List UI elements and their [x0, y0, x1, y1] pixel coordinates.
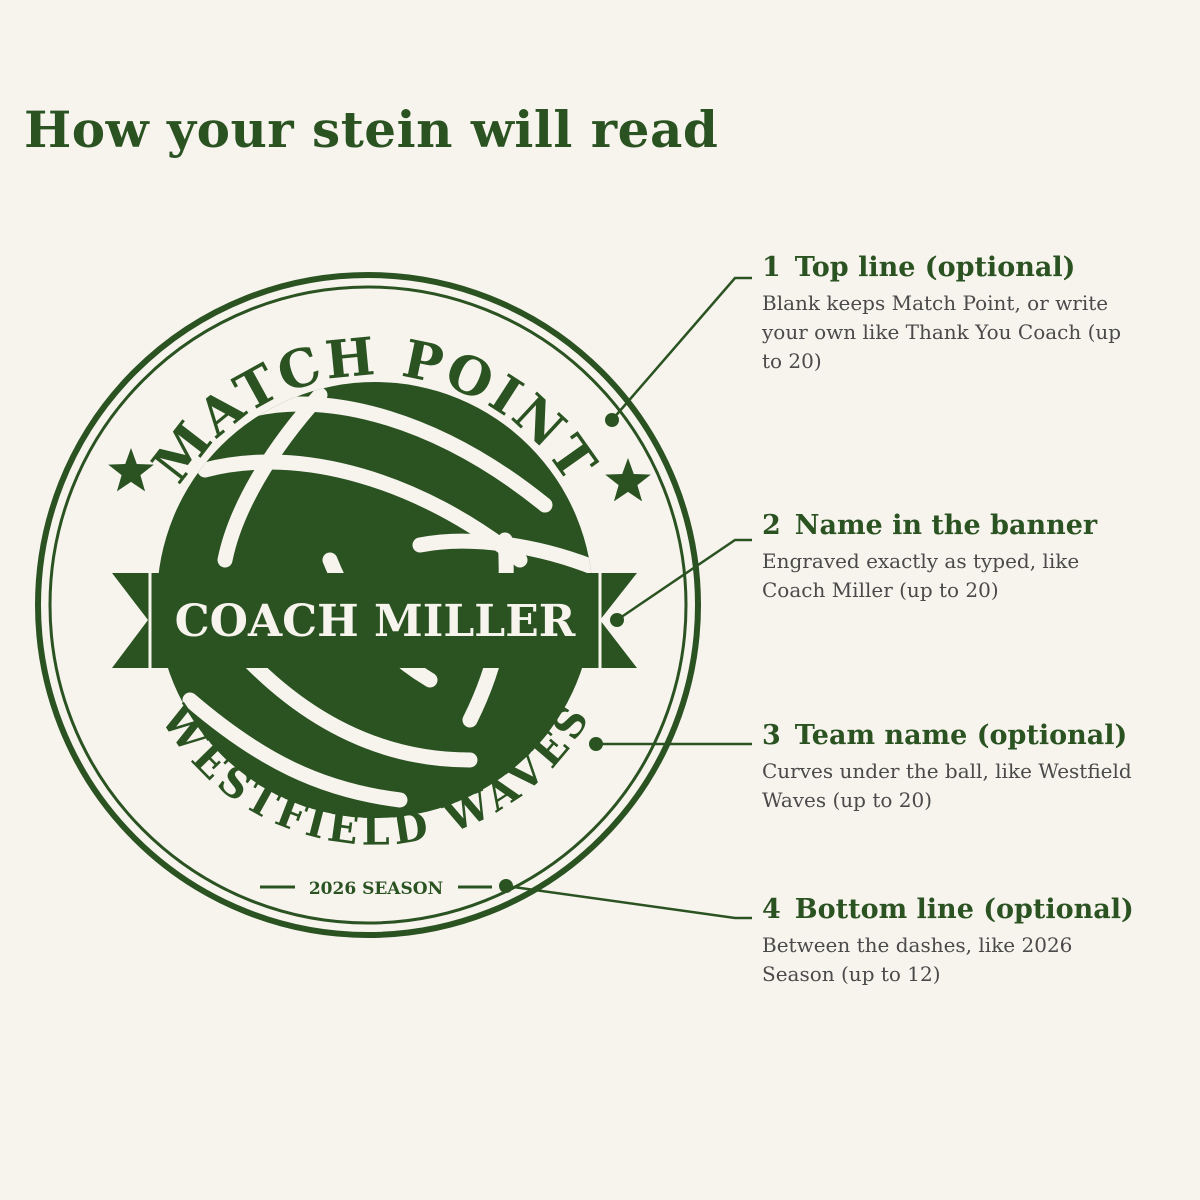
callout-dots [499, 413, 624, 893]
callout-description: Blank keeps Match Point, or write your o… [762, 291, 1122, 373]
callout-title: Bottom line (optional) [794, 894, 1134, 925]
name-banner [112, 573, 637, 668]
left-star-icon [108, 448, 154, 492]
bottom-line-text: 2026 SEASON [309, 879, 443, 899]
callout-number: 2 [762, 510, 781, 541]
callout-description: Curves under the ball, like Westfield Wa… [762, 759, 1132, 812]
right-star-icon [605, 458, 651, 502]
badge-outer-ring [35, 272, 701, 938]
callout-top-line: 1 Top line (optional) Blank keeps Match P… [762, 251, 1142, 376]
callout-title: Team name (optional) [794, 720, 1128, 751]
callout-title: Name in the banner [794, 510, 1098, 541]
callout-description: Engraved exactly as typed, like Coach Mi… [762, 549, 1080, 602]
banner-name-text: COACH MILLER [175, 596, 576, 647]
callout-leaders [505, 276, 752, 920]
callout-banner-name: 2 Name in the banner Engraved exactly as … [762, 509, 1142, 605]
callout-team-name: 3 Team name (optional) Curves under the b… [762, 719, 1142, 815]
callout-description: Between the dashes, like 2026 Season (up… [762, 933, 1073, 986]
callout-number: 4 [762, 894, 781, 925]
page-title: How your stein will read [24, 100, 719, 159]
badge-inner-ring [48, 285, 688, 925]
callout-number: 3 [762, 720, 781, 751]
callout-number: 1 [762, 252, 781, 283]
callout-title: Top line (optional) [794, 252, 1076, 283]
callout-bottom-line: 4 Bottom line (optional) Between the dash… [762, 893, 1142, 989]
